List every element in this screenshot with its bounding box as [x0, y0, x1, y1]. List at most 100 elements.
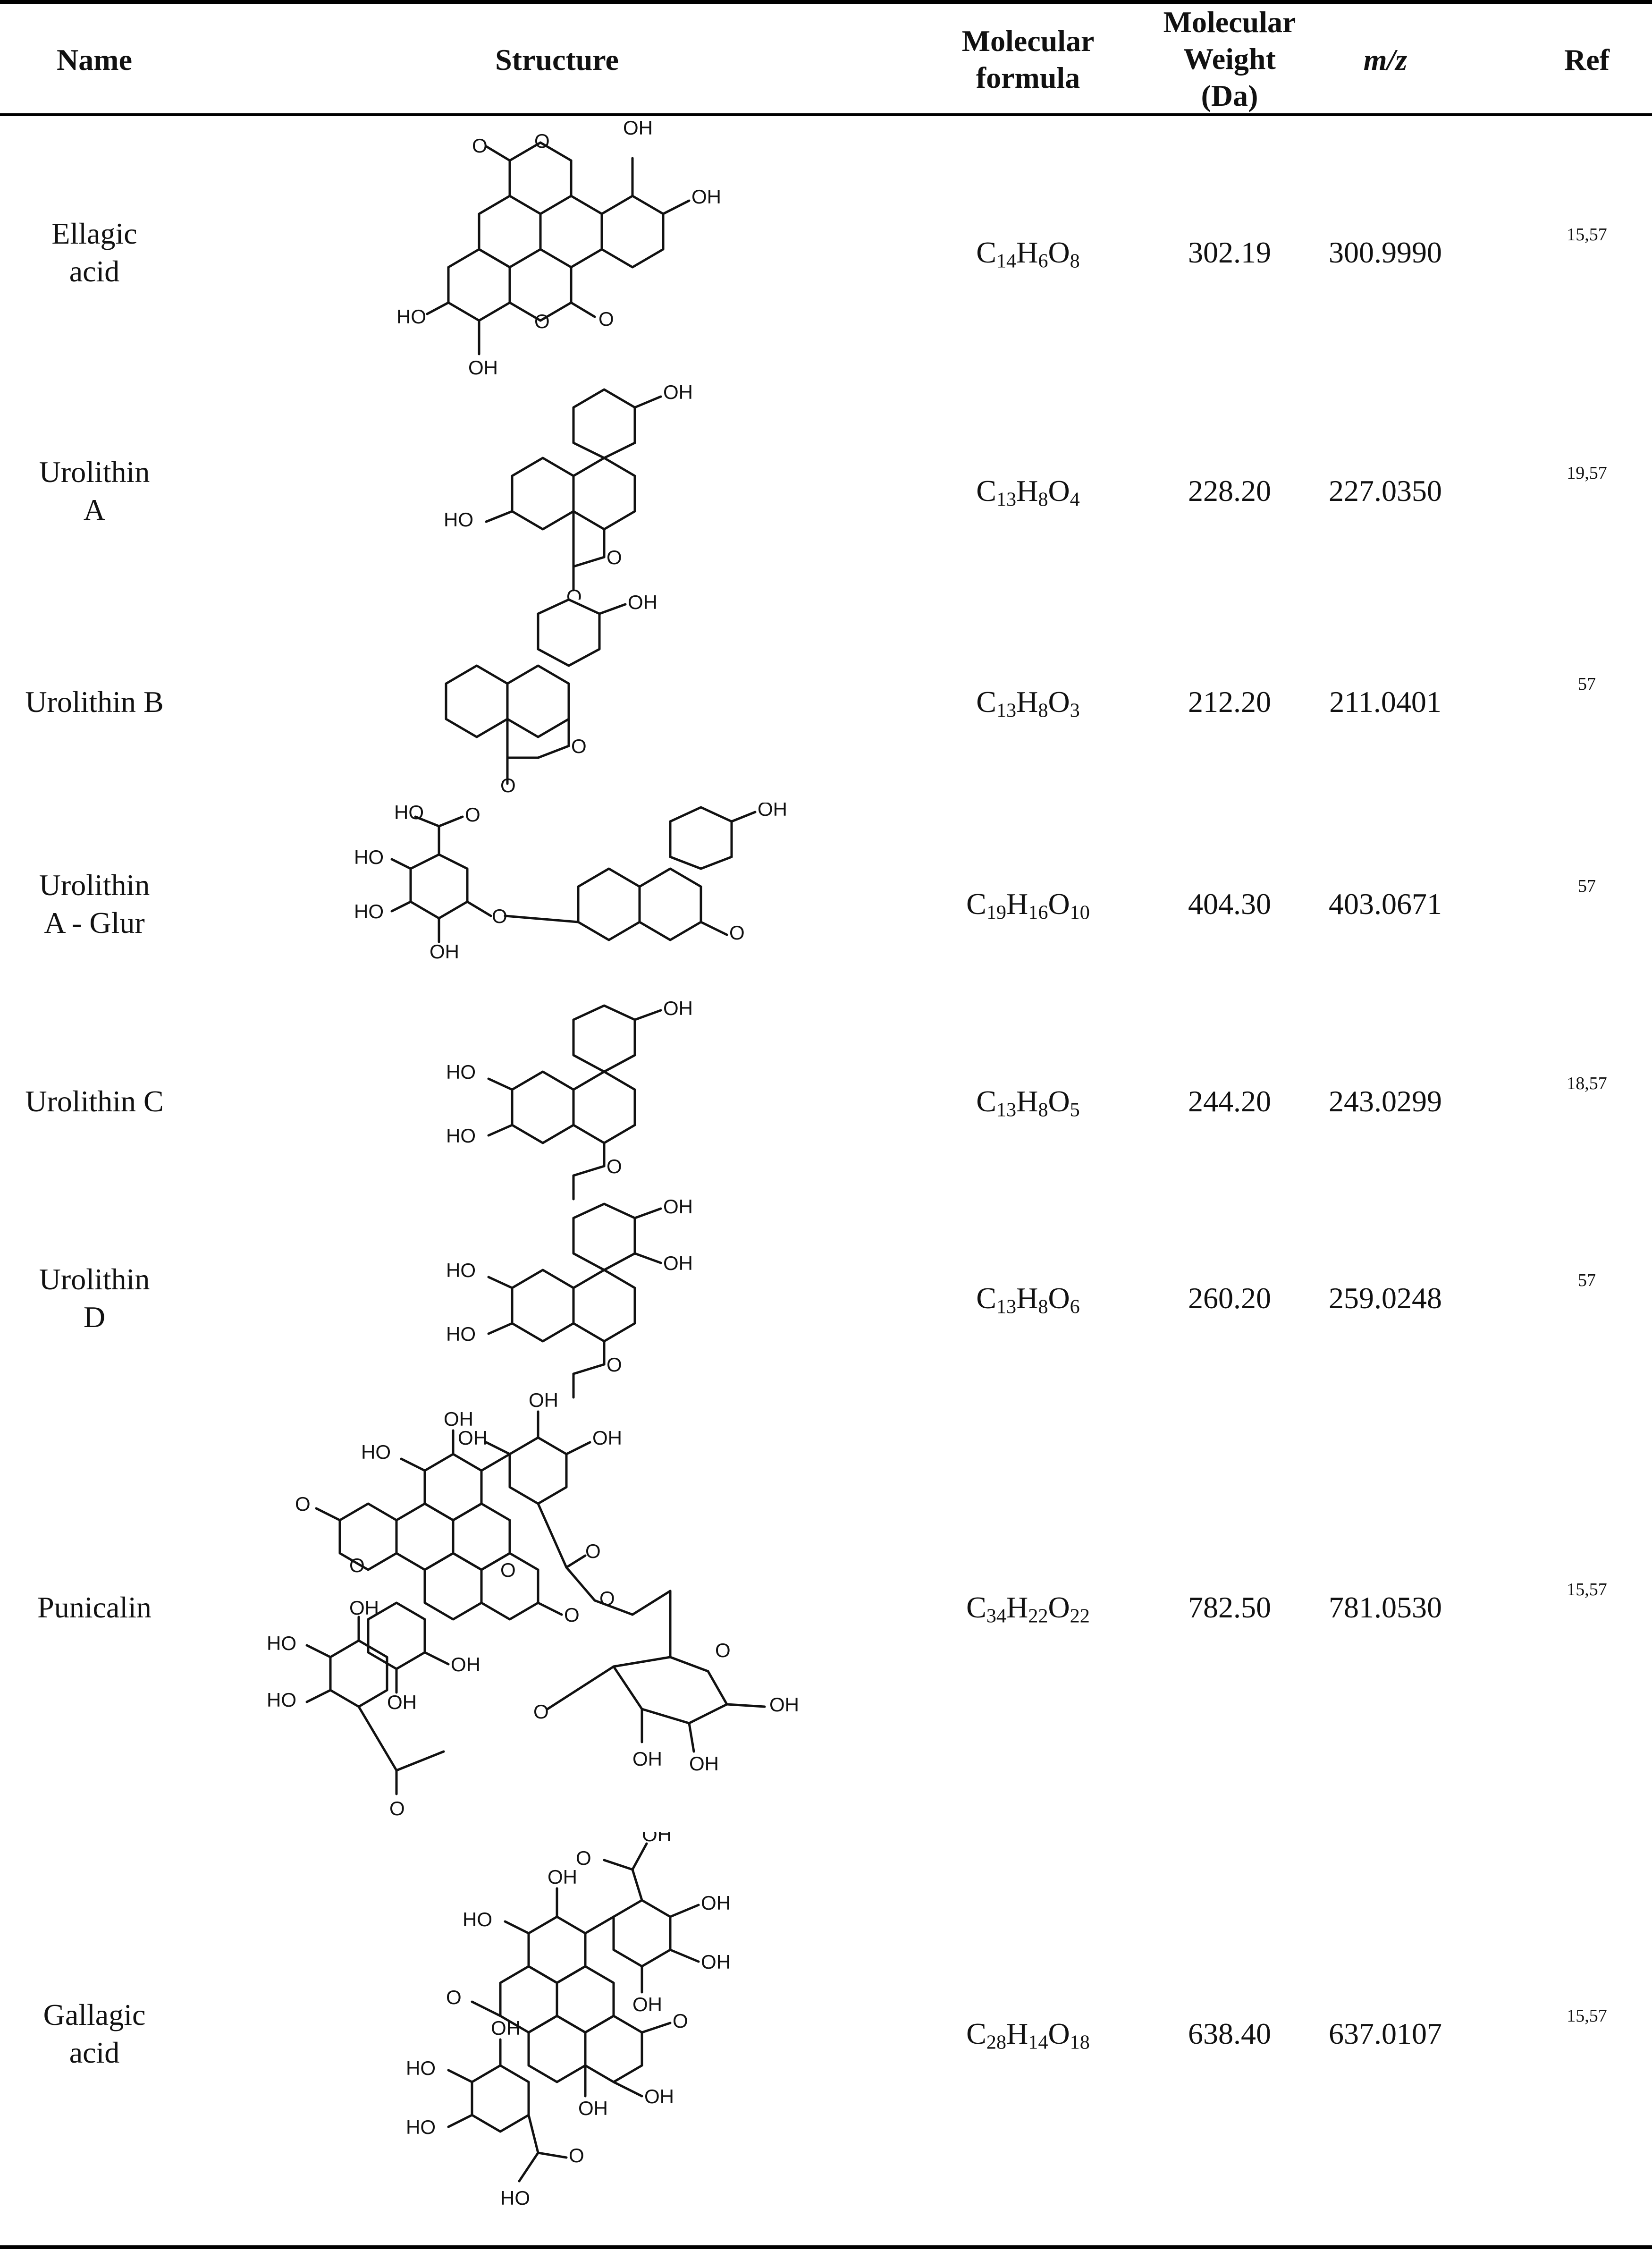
svg-text:OH: OH	[578, 2097, 608, 2119]
svg-text:HO: HO	[446, 1259, 476, 1281]
svg-text:HO: HO	[354, 900, 384, 922]
svg-text:O: O	[534, 130, 550, 152]
svg-text:O: O	[564, 1604, 580, 1626]
molecular-formula: C19H16O10	[966, 887, 1090, 924]
svg-text:HO: HO	[361, 1441, 391, 1463]
svg-text:O: O	[607, 1155, 622, 1177]
svg-text:O: O	[465, 804, 480, 826]
svg-text:OH: OH	[632, 1993, 662, 2015]
svg-text:OH: OH	[663, 381, 693, 403]
svg-text:OH: OH	[691, 186, 721, 208]
svg-text:HO: HO	[463, 1908, 492, 1930]
svg-text:OH: OH	[644, 2085, 674, 2107]
svg-text:O: O	[607, 546, 622, 568]
reference: 19,57	[1567, 463, 1607, 483]
svg-text:HO: HO	[500, 2187, 530, 2209]
svg-text:O: O	[295, 1493, 311, 1515]
mz-value: 211.0401	[1329, 685, 1441, 719]
reference: 15,57	[1567, 1580, 1607, 1599]
structure-ellagic-acid: O O OH OH O O HO OH	[396, 117, 721, 379]
mz-value: 781.0530	[1329, 1591, 1442, 1624]
svg-text:OH: OH	[349, 1597, 379, 1619]
molecular-weight: 228.20	[1188, 474, 1271, 508]
svg-text:O: O	[500, 774, 516, 793]
svg-text:OH: OH	[642, 1832, 672, 1845]
svg-text:OH: OH	[491, 2017, 521, 2039]
svg-text:HO: HO	[446, 1323, 476, 1345]
header-mz: m/z	[1363, 43, 1408, 76]
svg-text:O: O	[571, 735, 587, 757]
svg-text:OH: OH	[468, 356, 498, 379]
svg-text:HO: HO	[406, 2116, 436, 2138]
structure-urolithin-c: OH HO HO O	[446, 1001, 693, 1201]
svg-text:O: O	[472, 135, 488, 157]
svg-text:O: O	[715, 1639, 731, 1661]
molecular-formula: C28H14O18	[966, 2017, 1090, 2054]
header-structure: Structure	[495, 43, 619, 76]
svg-text:OH: OH	[758, 803, 787, 820]
compound-name: Punicalin	[37, 1591, 152, 1624]
svg-text:O: O	[599, 1587, 615, 1609]
molecular-weight: 302.19	[1188, 236, 1271, 269]
molecular-formula: C13H8O6	[976, 1281, 1080, 1318]
molecular-weight: 212.20	[1188, 685, 1271, 719]
table-header-rule	[0, 113, 1652, 116]
svg-text:O: O	[729, 922, 745, 944]
svg-text:O: O	[492, 905, 507, 927]
svg-text:OH: OH	[701, 1892, 731, 1914]
molecular-weight: 404.30	[1188, 887, 1271, 921]
molecular-weight: 638.40	[1188, 2017, 1271, 2050]
svg-text:HO: HO	[444, 508, 473, 531]
svg-text:O: O	[576, 1847, 591, 1869]
svg-text:HO: HO	[406, 2057, 436, 2079]
reference: 15,57	[1567, 225, 1607, 245]
svg-text:O: O	[534, 310, 550, 332]
mz-value: 243.0299	[1329, 1084, 1442, 1118]
svg-text:O: O	[673, 2010, 688, 2032]
molecular-weight: 260.20	[1188, 1281, 1271, 1315]
structure-urolithin-b: OH O O	[445, 595, 657, 793]
reference: 57	[1578, 876, 1596, 896]
svg-text:O: O	[569, 2144, 584, 2166]
svg-text:HO: HO	[354, 846, 384, 868]
header-name: Name	[57, 43, 132, 76]
svg-text:OH: OH	[592, 1427, 622, 1449]
svg-text:O: O	[500, 1559, 516, 1581]
structure-urolithin-a-glur: HO O HO HO OH O O OH	[354, 803, 787, 963]
svg-text:HO: HO	[446, 1061, 476, 1083]
svg-text:O: O	[446, 1986, 462, 2008]
svg-text:OH: OH	[548, 1866, 577, 1888]
svg-text:O: O	[349, 1554, 365, 1576]
molecular-formula: C13H8O5	[976, 1084, 1080, 1121]
svg-text:HO: HO	[446, 1125, 476, 1147]
table-bottom-rule	[0, 2245, 1652, 2249]
svg-text:OH: OH	[663, 1199, 693, 1218]
mz-value: 300.9990	[1329, 236, 1442, 269]
svg-text:OH: OH	[701, 1951, 731, 1973]
svg-text:OH: OH	[628, 595, 657, 613]
svg-text:O: O	[533, 1701, 549, 1723]
compound-name: Urolithin B	[25, 685, 164, 719]
svg-text:OH: OH	[623, 117, 653, 139]
svg-text:OH: OH	[769, 1693, 799, 1716]
molecular-weight: 782.50	[1188, 1591, 1271, 1624]
mz-value: 637.0107	[1329, 2017, 1442, 2050]
svg-text:HO: HO	[267, 1632, 296, 1654]
svg-text:OH: OH	[689, 1752, 719, 1775]
mz-value: 227.0350	[1329, 474, 1442, 508]
svg-text:OH: OH	[529, 1393, 558, 1411]
svg-text:OH: OH	[663, 1001, 693, 1019]
structure-punicalin: OH OH OH OH HO O O O O O O O OH OH OH OH…	[267, 1393, 799, 1819]
structure-gallagic-acid: OH O OH OH OH OH HO O O OH OH OH HO HO O…	[406, 1832, 731, 2209]
header-ref: Ref	[1564, 43, 1610, 76]
svg-text:OH: OH	[663, 1252, 693, 1274]
svg-text:OH: OH	[430, 940, 459, 963]
reference: 15,57	[1567, 2006, 1607, 2026]
